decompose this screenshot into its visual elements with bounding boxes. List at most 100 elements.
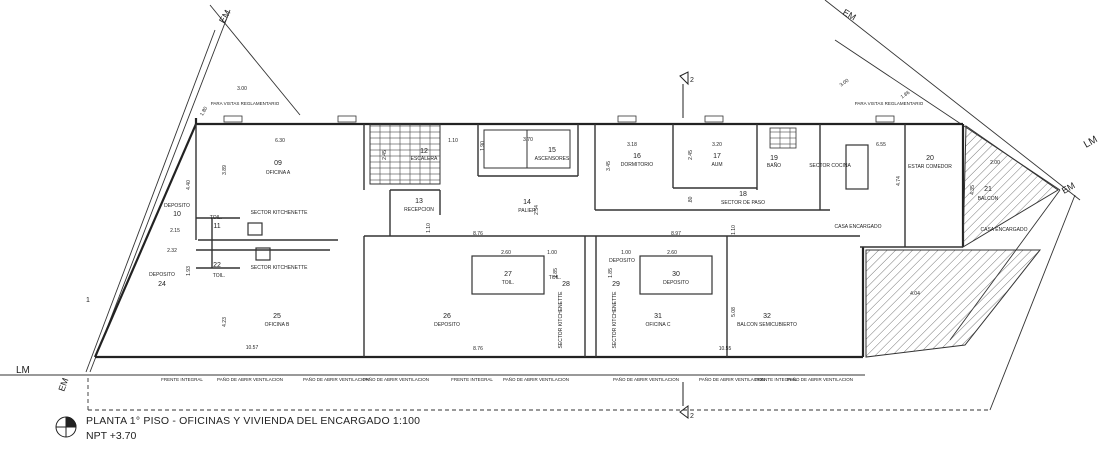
plan-title: PLANTA 1° PISO - OFICINAS Y VIVIENDA DEL… bbox=[86, 415, 421, 427]
em-right: EM bbox=[1060, 180, 1077, 195]
room-num: 26 bbox=[443, 313, 451, 320]
dim: 6.30 bbox=[275, 138, 285, 144]
dim: 3.89 bbox=[222, 165, 228, 175]
room-name: OFICINA B bbox=[265, 322, 290, 328]
plan-level: NPT +3.70 bbox=[86, 430, 137, 442]
dim: 2.45 bbox=[382, 150, 388, 160]
room-name: DEPOSITO bbox=[434, 322, 460, 328]
room-num: 21 bbox=[984, 186, 992, 193]
dim: 1.90 bbox=[480, 141, 486, 151]
room-name: TOIL. bbox=[213, 273, 225, 279]
sector-casa: CASA ENCARGADO bbox=[835, 224, 882, 230]
room-num: 28 bbox=[562, 281, 570, 288]
dim: 10.55 bbox=[719, 346, 732, 352]
vistas-note: PARA VISTAS REGLAMENTARIO bbox=[211, 101, 280, 106]
room-name: TOIL. bbox=[502, 280, 514, 286]
room-num: 15 bbox=[548, 147, 556, 154]
facade-label: PAÑO DE ABRIR VENTILACION bbox=[613, 376, 679, 382]
dim: .80 bbox=[688, 196, 694, 203]
room-name: ESTAR COMEDOR bbox=[908, 164, 952, 170]
section-markers bbox=[679, 71, 689, 419]
room-name: OFICINA A bbox=[266, 170, 291, 176]
room-num: 16 bbox=[633, 153, 641, 160]
dim: 2.15 bbox=[170, 228, 180, 234]
room-num: 29 bbox=[612, 281, 620, 288]
facade-label: PAÑO DE ABRIR VENTILACION bbox=[303, 376, 369, 382]
room-name: AUM bbox=[711, 162, 722, 168]
room-num: 13 bbox=[415, 198, 423, 205]
room-num: 10 bbox=[173, 211, 181, 218]
room-num: 30 bbox=[672, 271, 680, 278]
dim: 2.45 bbox=[688, 150, 694, 160]
room-name: ASCENSORES bbox=[535, 156, 570, 162]
cut-marker-top: 2 bbox=[690, 77, 694, 84]
dim: 3.70 bbox=[523, 137, 533, 143]
dim: 3.00 bbox=[237, 86, 247, 92]
dim: 6.55 bbox=[876, 142, 886, 148]
facade-label: PAÑO DE ABRIR VENTILACION bbox=[363, 376, 429, 382]
facade-label: FRENTE INTEGRAL bbox=[161, 377, 203, 382]
vistas-note: PARA VISTAS REGLAMENTARIO bbox=[855, 101, 924, 106]
room-num: 19 bbox=[770, 155, 778, 162]
window-marks bbox=[223, 115, 895, 123]
dim: 1.85 bbox=[608, 268, 614, 278]
interior-walls bbox=[195, 124, 963, 357]
dim: 1.86 bbox=[900, 90, 912, 101]
sector-casa-2: CASA ENCARGADO bbox=[981, 227, 1028, 233]
room-num: 32 bbox=[763, 313, 771, 320]
dim: 1.10 bbox=[426, 223, 432, 233]
dim: 1.10 bbox=[731, 225, 737, 235]
room-num: 20 bbox=[926, 155, 934, 162]
dim: 3.00 bbox=[839, 78, 851, 89]
room-name: DEPOSITO bbox=[164, 203, 190, 209]
dim: 3.20 bbox=[712, 142, 722, 148]
dim: 2.54 bbox=[534, 205, 540, 215]
dim: 4.04 bbox=[910, 291, 920, 297]
facade-label: PAÑO DE ABRIR VENTILACION bbox=[503, 376, 569, 382]
dim: 1.80 bbox=[199, 106, 209, 118]
room-num: 09 bbox=[274, 160, 282, 167]
stair-block bbox=[369, 123, 797, 185]
room-num: 24 bbox=[158, 281, 166, 288]
room-name: BALCON SEMICUBIERTO bbox=[737, 322, 797, 328]
room-num: 27 bbox=[504, 271, 512, 278]
room-name: TOIL. bbox=[549, 275, 561, 281]
sector-cocina: SECTOR COCINA bbox=[809, 163, 851, 169]
cut-marker-bottom: 2 bbox=[690, 413, 694, 420]
room-name: DEPOSITO bbox=[663, 280, 689, 286]
facade-label: PAÑO DE ABRIR VENTILACION bbox=[217, 376, 283, 382]
dim: 5.08 bbox=[731, 307, 737, 317]
sector-kitchenette: SECTOR KITCHENETTE bbox=[612, 291, 618, 349]
dim: 2.32 bbox=[167, 248, 177, 254]
dim: 1.10 bbox=[448, 138, 458, 144]
room-name: RECEPCION bbox=[404, 207, 434, 213]
room-name: TOIL. bbox=[210, 215, 222, 221]
axis-marker: 1 bbox=[86, 297, 90, 304]
facade-label: PAÑO DE ABRIR VENTILACION bbox=[787, 376, 853, 382]
room-name: OFICINA C bbox=[645, 322, 670, 328]
dim: 3.18 bbox=[627, 142, 637, 148]
balcony-hatch bbox=[865, 125, 1059, 358]
em-top-right: EM bbox=[841, 7, 858, 22]
room-name: SECTOR DE PASO bbox=[721, 200, 765, 206]
facade-label: FRENTE INTEGRAL bbox=[451, 377, 493, 382]
lm-left: LM bbox=[16, 365, 30, 376]
room-name: PALIER bbox=[518, 208, 536, 214]
dim: 1.00 bbox=[621, 250, 631, 256]
room-num: 18 bbox=[739, 191, 747, 198]
room-num: 17 bbox=[713, 153, 721, 160]
lot-lines bbox=[0, 0, 1081, 411]
dim: 8.76 bbox=[473, 231, 483, 237]
dim: 3.45 bbox=[606, 161, 612, 171]
dim: 4.40 bbox=[186, 180, 192, 190]
room-num: 11 bbox=[213, 223, 220, 230]
em-top-left: EM bbox=[217, 8, 232, 25]
dim: 4.74 bbox=[896, 176, 902, 186]
room-num: 14 bbox=[523, 199, 531, 206]
room-num: 31 bbox=[654, 313, 662, 320]
dim: 8.76 bbox=[473, 346, 483, 352]
room-name: DEPOSITO bbox=[609, 258, 635, 264]
dim: 4.35 bbox=[970, 185, 976, 195]
dim: 1.93 bbox=[186, 266, 192, 276]
